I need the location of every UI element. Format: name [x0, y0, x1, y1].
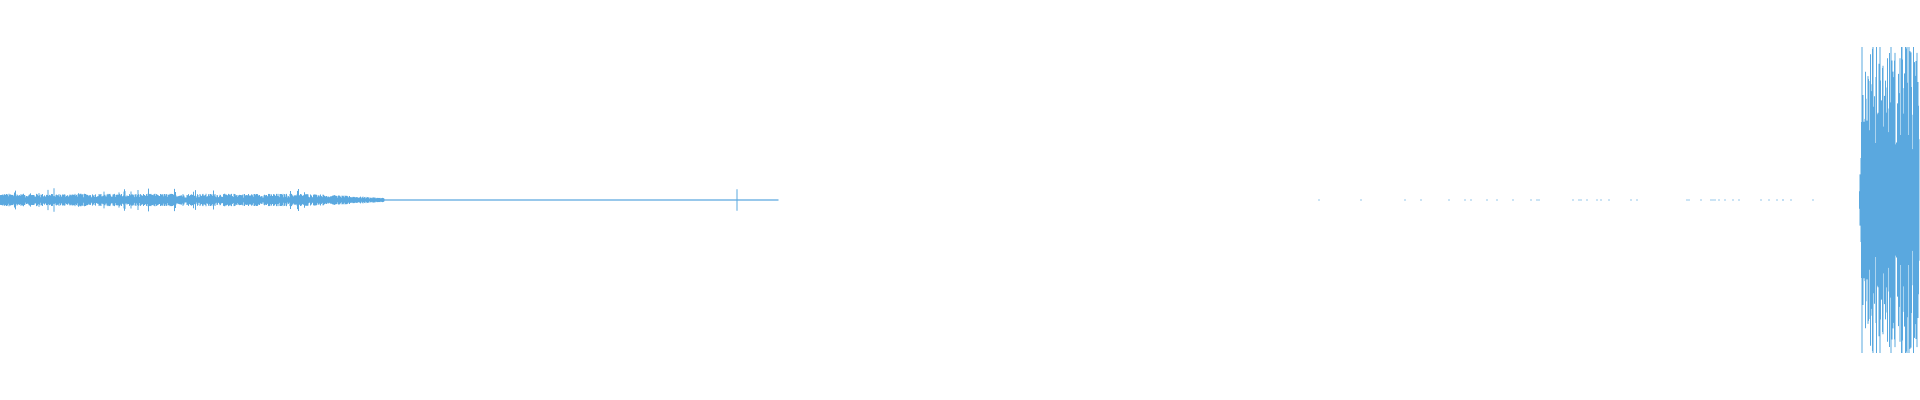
waveform-segment-dense-noise: [0, 188, 308, 212]
waveform-segment-sparse-ticks: [1318, 199, 1814, 201]
waveform-segment-taper: [306, 194, 385, 206]
waveform-trace: [0, 47, 1920, 353]
waveform-segment-near-silence: [383, 199, 779, 201]
waveform-segment-loud-burst: [1859, 47, 1920, 353]
